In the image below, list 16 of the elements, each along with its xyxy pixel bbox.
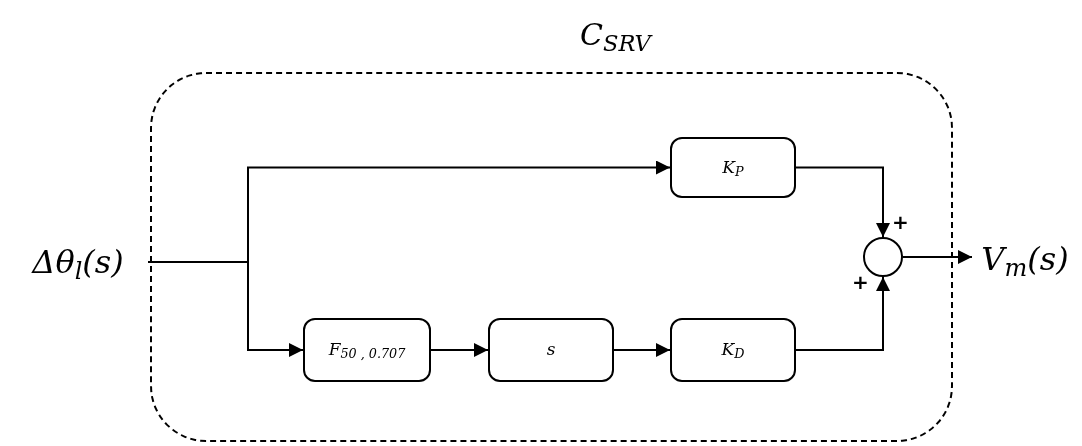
transfer-function-box: s [488, 318, 614, 382]
signal-arrow [795, 166, 890, 238]
signal-label: V$_{m}$(s) [972, 234, 1078, 284]
summing-junction [863, 237, 903, 277]
transfer-function-box: K$_{D}$ [670, 318, 796, 382]
block-heading: C$_{SRV}$ [580, 20, 651, 50]
signal-arrow [902, 250, 973, 264]
transfer-function-box: F$_{50 , 0.707}$ [303, 318, 431, 382]
signal-label: Δθ$_{l}$(s) [8, 236, 148, 288]
signal-arrow [430, 343, 489, 357]
transfer-function-box: K$_{P}$ [670, 137, 796, 198]
sign-label: + [892, 212, 909, 232]
signal-arrow [613, 343, 671, 357]
signal-arrow [147, 261, 304, 357]
signal-arrow [795, 276, 890, 351]
sign-label: + [852, 272, 869, 292]
